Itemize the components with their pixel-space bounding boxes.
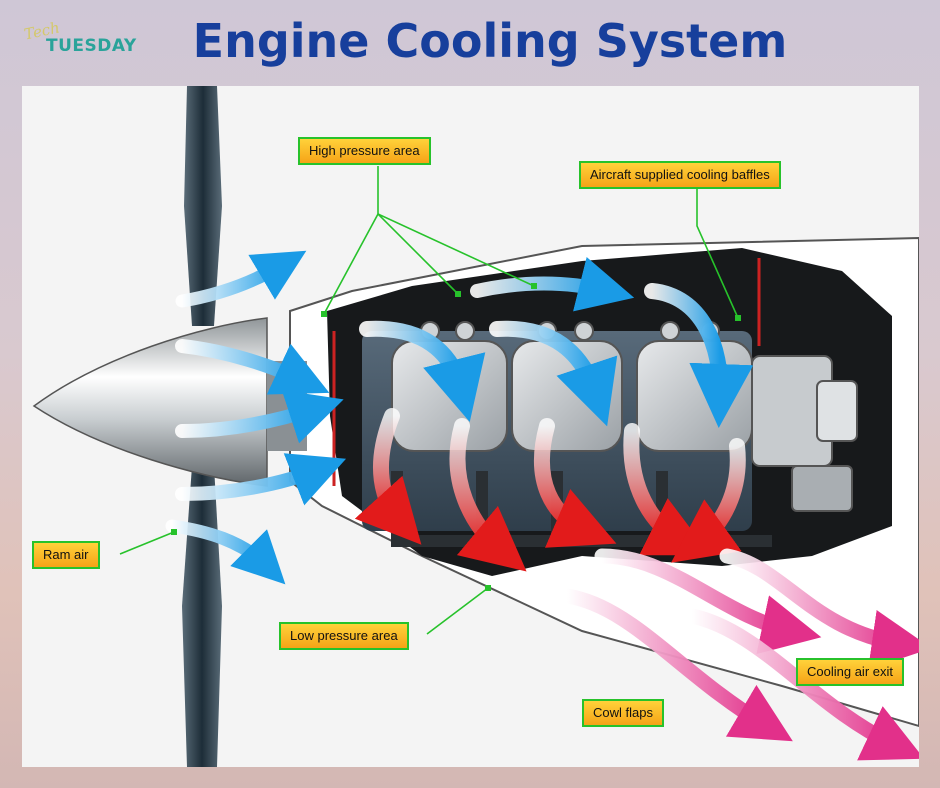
propeller-blade-lower	[182, 466, 222, 767]
label-cowl-flaps: Cowl flaps	[582, 699, 664, 727]
engine-diagram	[32, 86, 919, 767]
accessory-section	[751, 355, 858, 512]
tech-tuesday-logo: Tech TUESDAY	[22, 18, 137, 64]
leader-dots	[171, 283, 741, 591]
diagram-panel: High pressure area Aircraft supplied coo…	[22, 86, 919, 767]
propeller-blade-upper	[184, 86, 222, 326]
intake-air-arrows	[165, 250, 754, 585]
label-ram-air: Ram air	[32, 541, 100, 569]
cylinder-3	[636, 321, 753, 452]
label-cooling-baffles: Aircraft supplied cooling baffles	[579, 161, 781, 189]
label-low-pressure-area: Low pressure area	[279, 622, 409, 650]
page-title: Engine Cooling System	[192, 14, 788, 68]
label-high-pressure-area: High pressure area	[298, 137, 431, 165]
propeller-spinner	[32, 317, 268, 487]
logo-word: TUESDAY	[46, 36, 137, 56]
leader-lines	[119, 166, 739, 635]
hot-air-arrows	[354, 408, 746, 572]
label-cooling-air-exit: Cooling air exit	[796, 658, 904, 686]
exhaust-air-arrows	[559, 548, 919, 761]
